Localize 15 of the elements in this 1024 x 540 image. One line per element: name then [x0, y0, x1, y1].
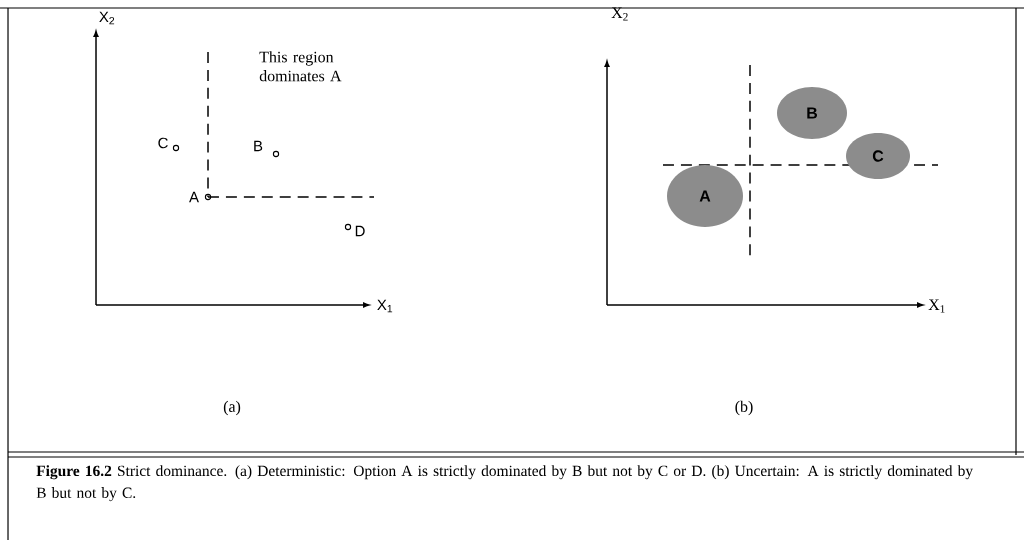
axis-label: X$_{1}$: [377, 299, 393, 313]
point-label: D: [355, 225, 365, 237]
axis-label: X$_{1}$: [928, 299, 945, 313]
region-note: This region dominates A: [259, 51, 342, 82]
figure-caption: Figure 16.2 Strict dominance. (a) Deterministic: Option A is strictly dominated by B but not by C or D. (b) Uncertain: A is strictly dominated by B but not by C.: [36, 465, 973, 502]
shaded-region: C: [846, 133, 910, 179]
point-label: A: [189, 191, 199, 203]
axis-label: X$_{2}$: [99, 11, 115, 25]
point-label: B: [254, 140, 263, 152]
shaded-region: A: [667, 165, 743, 227]
point-label: C: [158, 137, 168, 149]
panel-label: (b): [735, 400, 753, 416]
axis-label: X$_{2}$: [611, 7, 628, 21]
shaded-region: B: [777, 87, 847, 139]
panel-label: (a): [223, 400, 241, 416]
